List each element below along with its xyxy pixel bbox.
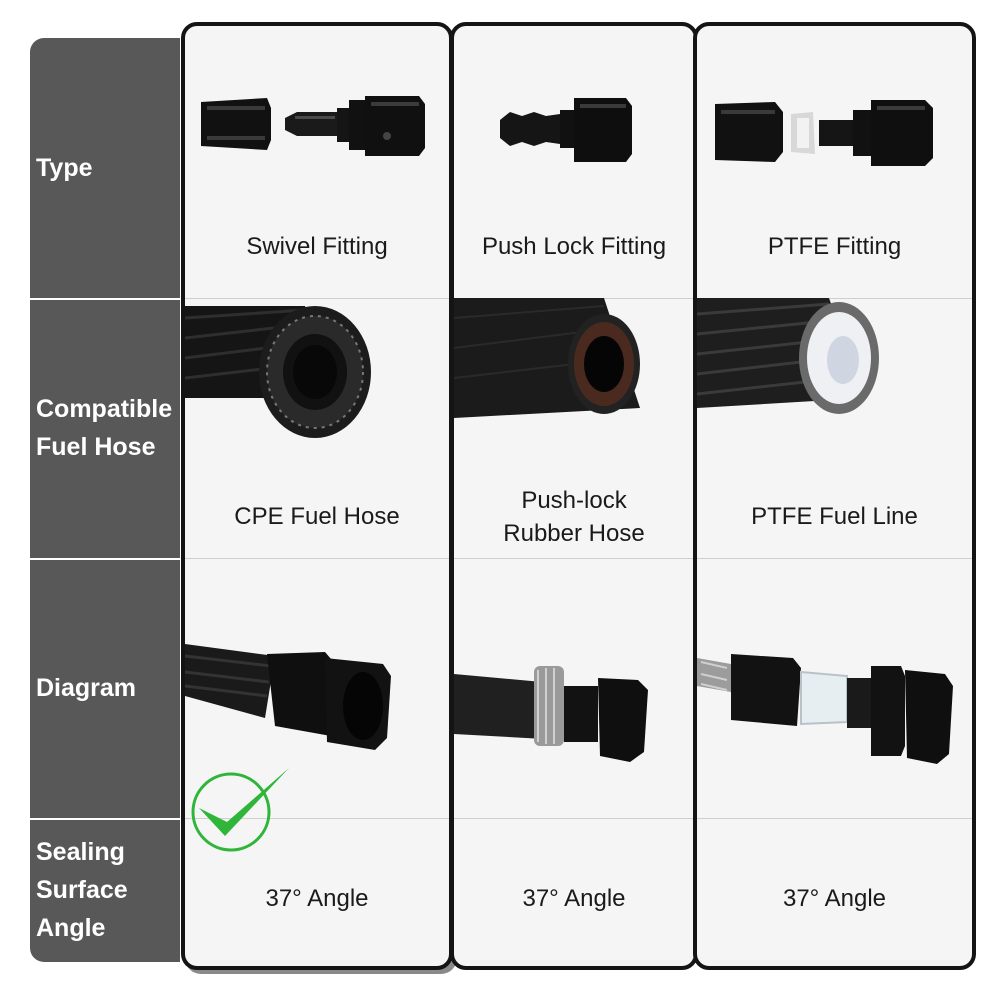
column-push-lock-fitting: Push Lock Fitting Push-lock Rubber Hose … bbox=[450, 22, 698, 970]
fitting-name: Push Lock Fitting bbox=[481, 233, 667, 260]
sealing-angle: 37° Angle bbox=[265, 885, 369, 912]
hose-name: CPE Fuel Hose bbox=[234, 503, 400, 530]
row-divider bbox=[185, 818, 449, 819]
swivel-diagram-image bbox=[185, 644, 391, 750]
cpe-fuel-hose-image bbox=[185, 306, 371, 438]
row-label-sealing-angle: Sealing Surface Angle bbox=[36, 838, 128, 942]
row-divider bbox=[697, 818, 972, 819]
row-divider bbox=[454, 558, 694, 559]
hose-name: PTFE Fuel Line bbox=[751, 503, 918, 530]
fitting-name: Swivel Fitting bbox=[246, 233, 388, 260]
push-lock-fitting-image bbox=[500, 98, 632, 162]
column-swivel-fitting: Swivel Fitting CPE Fuel Hose 37° Angle bbox=[181, 22, 453, 970]
green-checkmark-icon bbox=[191, 768, 289, 852]
row-label-type: Type bbox=[36, 154, 93, 182]
column-ptfe-fitting: PTFE Fitting PTFE Fuel Line 37° Angle bbox=[693, 22, 976, 970]
row-label-compatible-hose: Compatible Fuel Hose bbox=[36, 395, 173, 461]
row-divider bbox=[30, 558, 180, 560]
row-label-diagram: Diagram bbox=[36, 674, 137, 702]
sealing-angle: 37° Angle bbox=[522, 885, 626, 912]
row-divider bbox=[30, 818, 180, 820]
ptfe-fuel-line-image bbox=[697, 298, 879, 414]
row-divider bbox=[697, 298, 972, 299]
fitting-name: PTFE Fitting bbox=[767, 233, 902, 260]
ptfe-diagram-image bbox=[697, 654, 953, 764]
row-divider bbox=[30, 298, 180, 300]
row-divider bbox=[454, 818, 694, 819]
row-divider bbox=[185, 298, 449, 299]
push-lock-diagram-image bbox=[454, 666, 648, 762]
ptfe-fitting-image bbox=[715, 100, 933, 166]
push-lock-rubber-hose-image bbox=[454, 298, 640, 418]
row-divider bbox=[697, 558, 972, 559]
row-divider bbox=[185, 558, 449, 559]
sealing-angle: 37° Angle bbox=[782, 885, 887, 912]
row-label-column: Type Compatible Fuel Hose Diagram Sealin… bbox=[30, 38, 180, 962]
swivel-fitting-image bbox=[201, 96, 425, 156]
hose-name: Push-lock Rubber Hose bbox=[503, 487, 645, 547]
